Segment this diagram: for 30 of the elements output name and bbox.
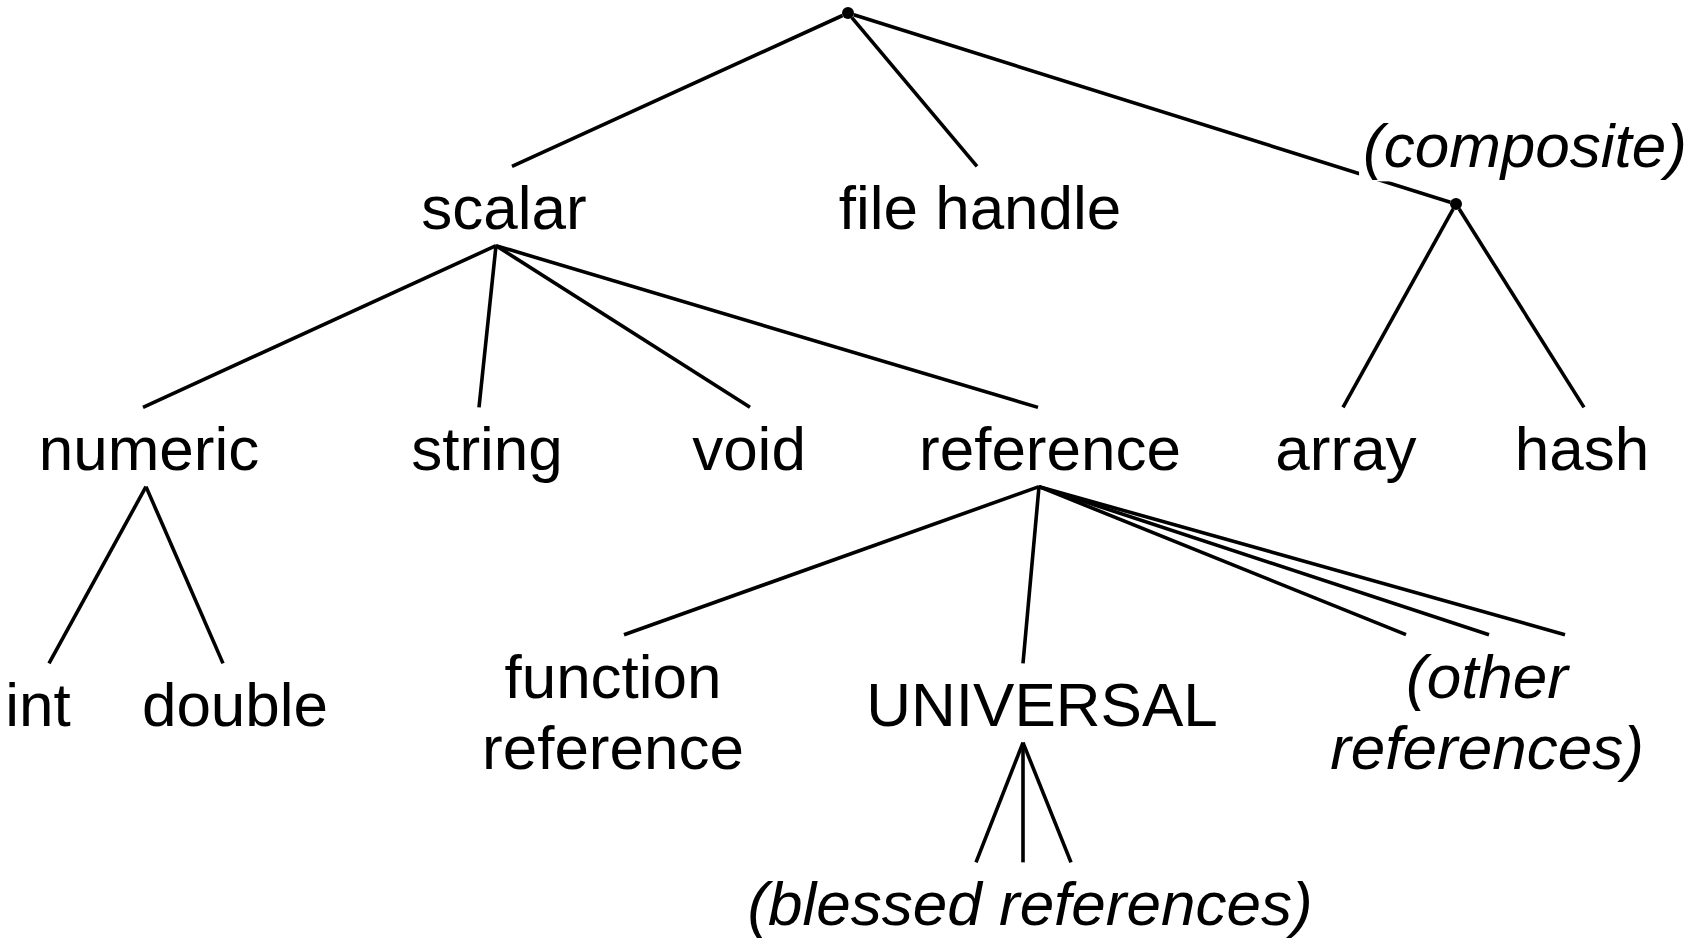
tree-line <box>477 245 498 408</box>
node-label: function reference <box>463 640 763 784</box>
tree-line <box>144 485 225 665</box>
node-label: double <box>141 669 329 741</box>
node-label: (other references) <box>1317 640 1657 784</box>
tree-line <box>47 485 148 665</box>
node-label: reference <box>919 413 1181 485</box>
node-label: scalar <box>421 172 587 244</box>
node-label: string <box>411 413 563 485</box>
tree-line <box>623 484 1040 637</box>
tree-line <box>511 13 844 168</box>
node-label: array <box>1275 413 1417 485</box>
tree-line <box>1021 742 1025 863</box>
tree-line <box>974 742 1025 863</box>
node-label: numeric <box>38 413 260 485</box>
node-label: hash <box>1514 413 1650 485</box>
node-label: file handle <box>838 172 1122 244</box>
tree-line <box>1021 741 1073 864</box>
node-label: int <box>5 669 71 741</box>
tree-line <box>495 243 1039 410</box>
node-label: UNIVERSAL <box>866 669 1218 741</box>
node-label: (blessed references) <box>747 868 1313 940</box>
tree-line <box>853 13 1451 204</box>
tree-line <box>850 16 979 168</box>
tree-line <box>142 244 497 409</box>
tree-line <box>1341 208 1455 409</box>
node-label: void <box>692 413 806 485</box>
tree-line <box>1457 208 1586 409</box>
tree-line <box>1021 486 1041 664</box>
tree-line <box>495 244 751 409</box>
